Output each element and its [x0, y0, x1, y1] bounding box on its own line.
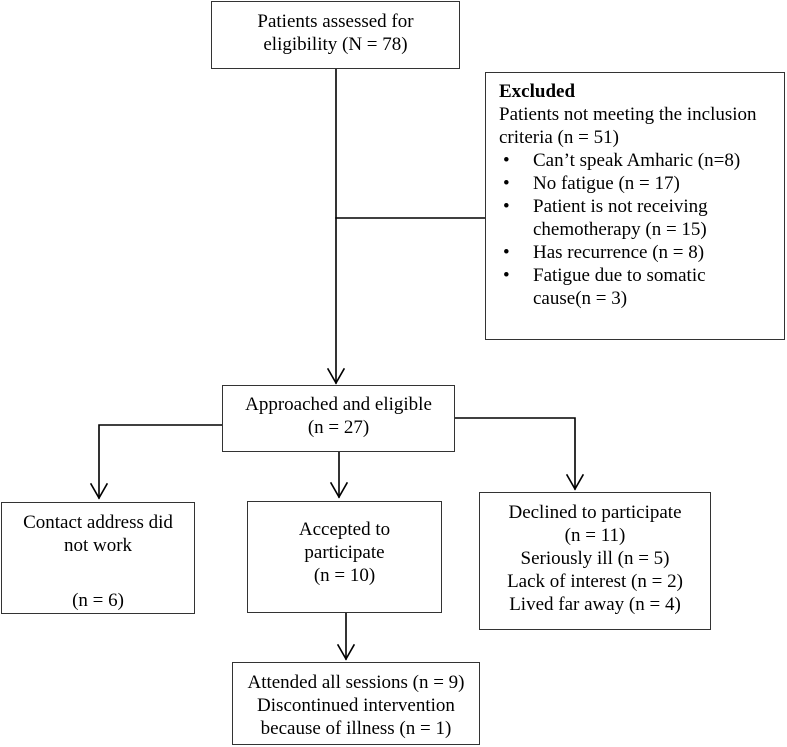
accepted-line-3: (n = 10) [313, 565, 376, 586]
contact-line-2: not work [63, 535, 133, 556]
excluded-reason-list: Can’t speak Amharic (n=8) No fatigue (n … [499, 149, 774, 310]
excluded-reason-item: Can’t speak Amharic (n=8) [499, 149, 774, 172]
excluded-reason-text: Can’t speak Amharic (n=8) [533, 150, 741, 171]
excluded-reason-item: Has recurrence (n = 8) [499, 241, 774, 264]
declined-line-4: Lack of interest (n = 2) [507, 571, 683, 592]
excluded-intro-line-1: Patients not meeting the inclusion [499, 104, 757, 125]
attended-line-1: Attended all sessions (n = 9) [247, 672, 465, 693]
box-accepted-to-participate: Accepted to participate (n = 10) [247, 501, 442, 613]
box-excluded: Excluded Patients not meeting the inclus… [485, 72, 785, 340]
box-declined-to-participate: Declined to participate (n = 11) Serious… [479, 492, 711, 630]
declined-line-3: Seriously ill (n = 5) [520, 548, 670, 569]
excluded-reason-text: Has recurrence (n = 8) [533, 242, 705, 263]
box-contact-address-failed: Contact address did not work (n = 6) [1, 502, 195, 614]
connector-approached-to-contact [98, 424, 223, 499]
arrowhead-contact [89, 482, 109, 500]
arrowhead-attended [336, 643, 356, 661]
box-patients-assessed: Patients assessed for eligibility (N = 7… [211, 1, 460, 69]
box-approached-eligible: Approached and eligible (n = 27) [222, 385, 455, 452]
declined-line-2: (n = 11) [564, 525, 626, 546]
approached-line-1: Approached and eligible [245, 394, 432, 415]
excluded-reason-item: Fatigue due to somatic cause(n = 3) [499, 264, 774, 310]
approached-line-2: (n = 27) [307, 417, 370, 438]
box-attended-sessions: Attended all sessions (n = 9) Discontinu… [232, 662, 480, 745]
excluded-reason-text: Fatigue due to somatic [533, 265, 706, 286]
contact-line-1: Contact address did [23, 512, 173, 533]
connector-approached-to-declined [454, 417, 576, 490]
attended-line-2: Discontinued intervention [257, 695, 455, 716]
arrowhead-accepted [329, 481, 349, 499]
attended-line-3: because of illness (n = 1) [260, 718, 452, 739]
excluded-reason-text: Patient is not receiving [533, 196, 708, 217]
excluded-reason-item: No fatigue (n = 17) [499, 172, 774, 195]
declined-line-1: Declined to participate [508, 502, 682, 523]
accepted-line-2: participate [304, 542, 385, 563]
assessed-line-1: Patients assessed for [257, 11, 414, 32]
assessed-line-2: eligibility (N = 78) [263, 34, 408, 55]
accepted-line-1: Accepted to [298, 519, 391, 540]
excluded-reason-text-cont: chemotherapy (n = 15) [533, 219, 707, 240]
excluded-reason-text: No fatigue (n = 17) [533, 173, 680, 194]
arrowhead-declined [565, 473, 585, 491]
excluded-reason-item: Patient is not receiving chemotherapy (n… [499, 195, 774, 241]
excluded-heading: Excluded [499, 81, 576, 102]
arrowhead-approached [326, 367, 346, 385]
declined-line-5: Lived far away (n = 4) [509, 594, 681, 615]
contact-line-3: (n = 6) [72, 590, 124, 611]
excluded-intro-line-2: criteria (n = 51) [499, 127, 619, 148]
excluded-reason-text-cont: cause(n = 3) [533, 288, 628, 309]
